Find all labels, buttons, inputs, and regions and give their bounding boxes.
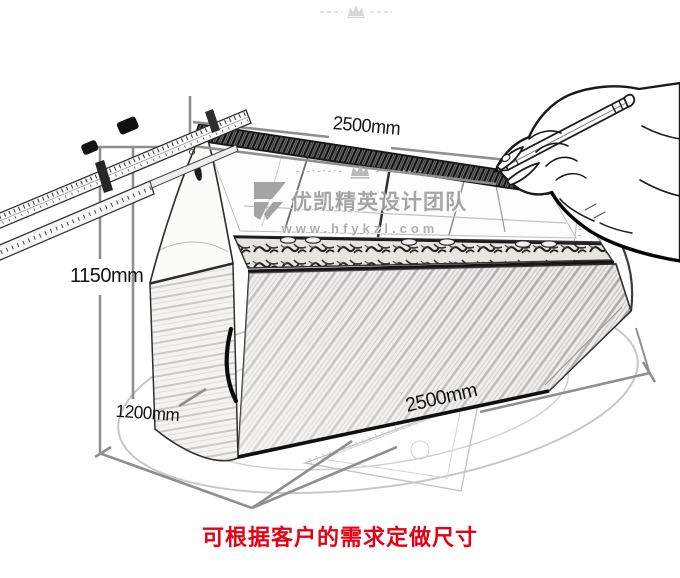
pencil-lead [493, 167, 499, 172]
front-rail [247, 260, 615, 273]
crown-ornament-icon [350, 164, 370, 179]
watermark-dashes-left: -·-·-·-·- [296, 165, 344, 177]
glass-canopy [205, 139, 577, 239]
hand-pencil-sketch [492, 81, 680, 263]
watermark: -·-·-·-·- -·-·-·-·- 优凯精英设计团队 www.hfykzl.… [246, 162, 474, 236]
caliper-lock-screw [116, 116, 139, 135]
base-line [237, 389, 550, 459]
hand-details [496, 125, 680, 263]
caliper-jaw-upper [205, 109, 220, 133]
caliper-sketch [0, 109, 252, 261]
front-left-accent-curve [224, 326, 239, 404]
watermark-dashes-right: -·-·-·-·- [376, 165, 424, 177]
caliper-jaw [95, 160, 113, 193]
dimension-label-depth: 1200mm [115, 400, 181, 426]
display-counter-sketch [148, 122, 634, 462]
left-side-panel [149, 263, 239, 462]
eraser-band [611, 104, 617, 114]
watermark-brand-text: 优凯精英设计团队 [291, 191, 467, 214]
custom-size-note: 可根据客户的需求定做尺寸 [201, 525, 478, 550]
pan-well [232, 235, 614, 269]
front-apron [237, 263, 632, 460]
watermark-logo-icon [254, 182, 286, 220]
top-ornament-icon [318, 2, 394, 20]
dimension-label-height: 1150mm [70, 265, 144, 287]
watermark-url-text: www.hfykzl.com [281, 221, 439, 236]
caliper-thumb-screw [81, 140, 99, 155]
